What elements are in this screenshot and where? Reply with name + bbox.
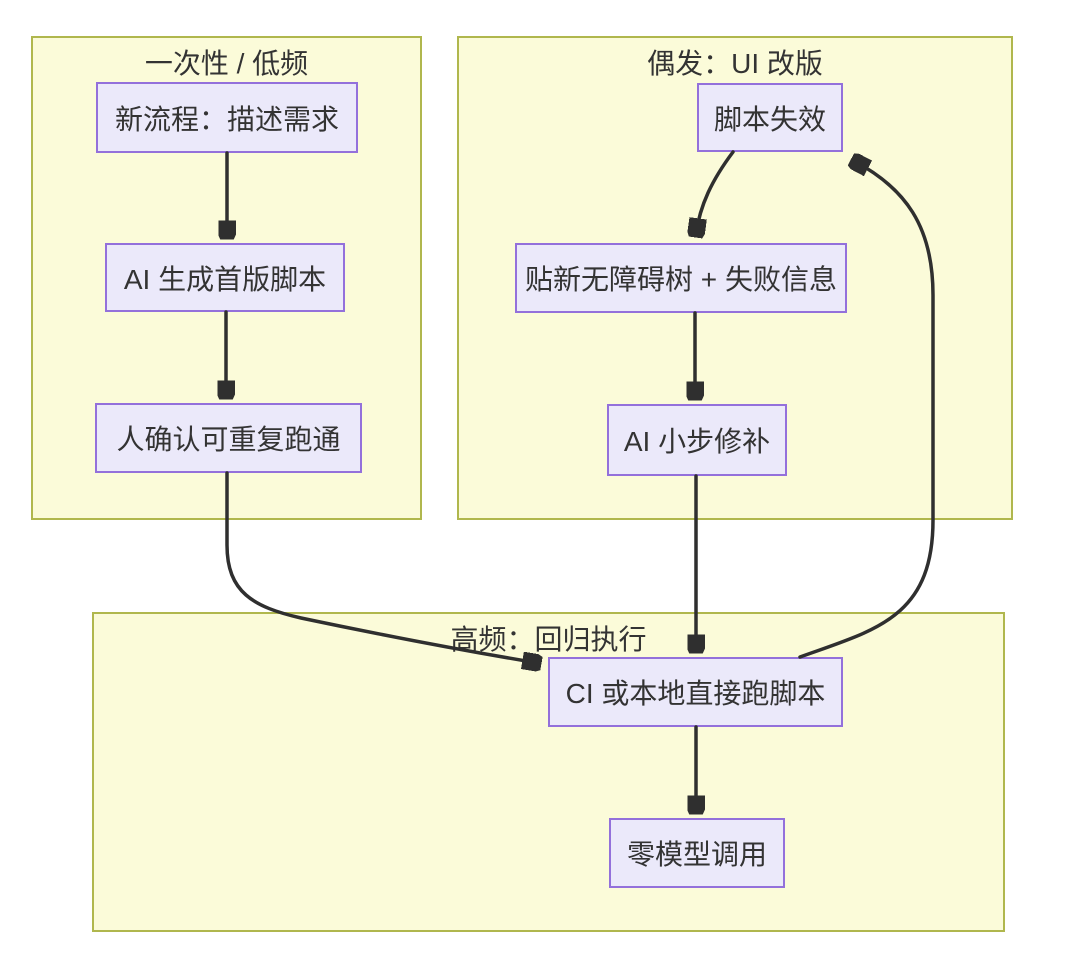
node-ai-first-script: AI 生成首版脚本: [105, 243, 345, 312]
node-new-flow: 新流程：描述需求: [96, 82, 358, 153]
group-title-one-time: 一次性 / 低频: [144, 48, 309, 79]
node-ci-run: CI 或本地直接跑脚本: [548, 657, 843, 727]
group-title-occasional: 偶发：UI 改版: [647, 48, 823, 79]
node-script-fail: 脚本失效: [697, 83, 843, 152]
node-zero-model: 零模型调用: [609, 818, 785, 888]
group-title-high-freq: 高频：回归执行: [450, 624, 647, 655]
node-paste-tree: 贴新无障碍树 + 失败信息: [515, 243, 847, 313]
node-ai-patch: AI 小步修补: [607, 404, 787, 476]
node-human-confirm: 人确认可重复跑通: [95, 403, 362, 473]
